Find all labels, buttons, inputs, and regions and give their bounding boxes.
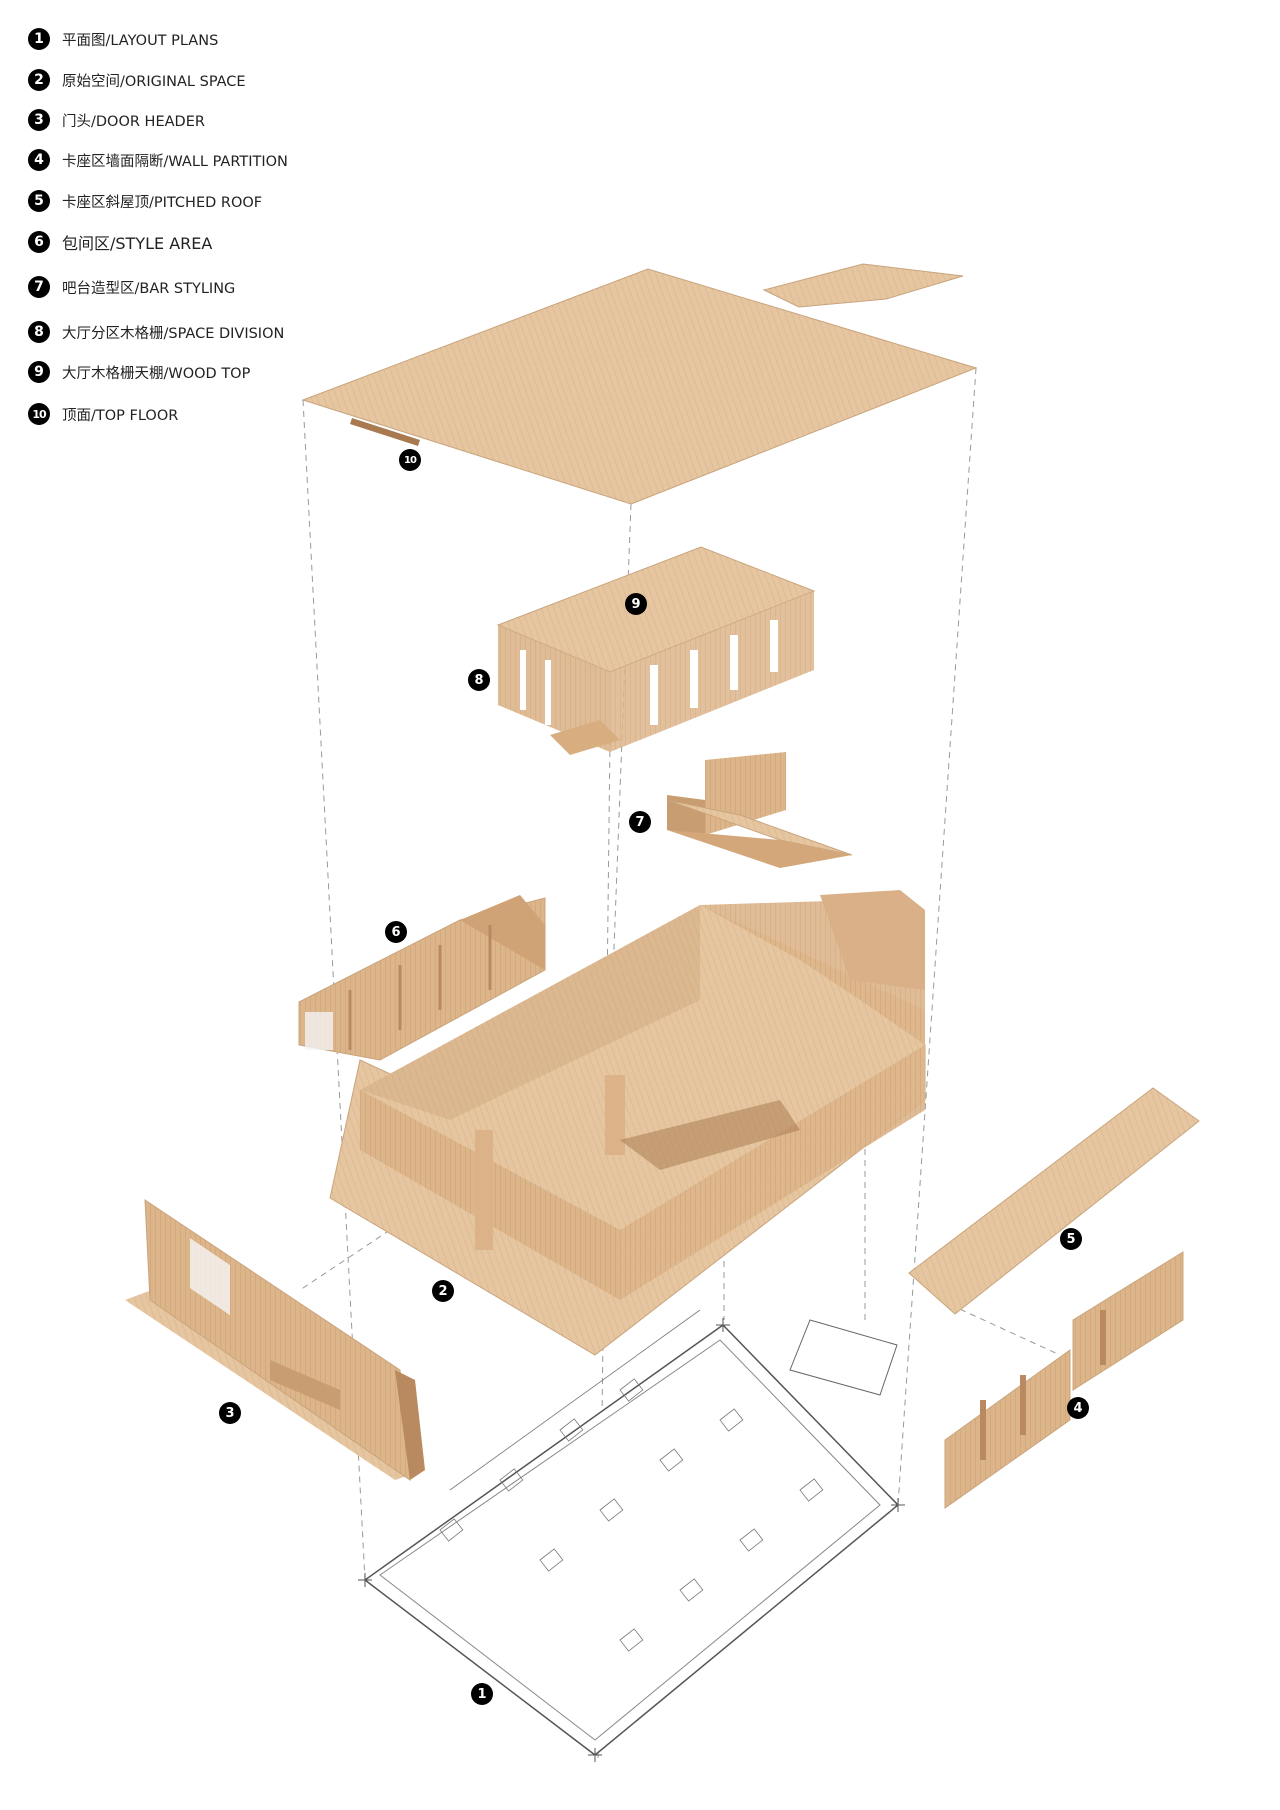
- callout-2: 2: [432, 1280, 454, 1302]
- original-space: [329, 890, 926, 1356]
- legend-item-7: 7 吧台造型区/BAR STYLING: [28, 276, 235, 298]
- wood-top-and-space-division: [496, 546, 816, 755]
- legend-item-5: 5 卡座区斜屋顶/PITCHED ROOF: [28, 190, 262, 212]
- callout-6: 6: [385, 921, 407, 943]
- legend-number: 1: [28, 28, 50, 50]
- legend-number: 7: [28, 276, 50, 298]
- legend-number: 9: [28, 361, 50, 383]
- callout-7: 7: [629, 811, 651, 833]
- callout-5: 5: [1060, 1228, 1082, 1250]
- top-floor-panel: [301, 263, 978, 505]
- callout-9: 9: [625, 593, 647, 615]
- legend-label: 卡座区墙面隔断/WALL PARTITION: [62, 153, 288, 170]
- legend-item-9: 9 大厅木格栅天棚/WOOD TOP: [28, 361, 250, 383]
- legend-label: 卡座区斜屋顶/PITCHED ROOF: [62, 194, 263, 211]
- door-header: [125, 1199, 425, 1482]
- legend-label: 大厅木格栅天棚/WOOD TOP: [62, 365, 251, 382]
- legend-item-4: 4 卡座区墙面隔断/WALL PARTITION: [28, 149, 288, 171]
- legend-number: 8: [28, 321, 50, 343]
- legend-label: 门头/DOOR HEADER: [62, 113, 205, 130]
- legend-item-1: 1 平面图/LAYOUT PLANS: [28, 28, 218, 50]
- legend-label: 吧台造型区/BAR STYLING: [62, 280, 236, 297]
- pitched-roof: [908, 1087, 1200, 1315]
- legend-label: 原始空间/ORIGINAL SPACE: [62, 73, 246, 90]
- callout-8: 8: [468, 669, 490, 691]
- callout-10: 10: [399, 449, 421, 471]
- legend-number: 3: [28, 109, 50, 131]
- wall-partition: [944, 1251, 1184, 1509]
- legend-label: 顶面/TOP FLOOR: [62, 407, 179, 424]
- legend-number: 10: [28, 403, 50, 425]
- legend-label: 大厅分区木格栅/SPACE DIVISION: [62, 325, 285, 342]
- legend-label: 包间区/STYLE AREA: [62, 234, 213, 253]
- legend-item-10: 10 顶面/TOP FLOOR: [28, 403, 178, 425]
- legend-number: 2: [28, 69, 50, 91]
- legend-number: 5: [28, 190, 50, 212]
- legend-item-8: 8 大厅分区木格栅/SPACE DIVISION: [28, 321, 284, 343]
- legend-number: 4: [28, 149, 50, 171]
- legend-number: 6: [28, 231, 50, 253]
- layout-plan: [358, 1309, 905, 1762]
- legend-item-2: 2 原始空间/ORIGINAL SPACE: [28, 69, 246, 91]
- style-area: [298, 895, 546, 1061]
- bar-styling: [666, 752, 853, 868]
- callout-1: 1: [471, 1683, 493, 1705]
- callout-4: 4: [1067, 1397, 1089, 1419]
- legend-label: 平面图/LAYOUT PLANS: [62, 32, 219, 49]
- legend-item-6: 6 包间区/STYLE AREA: [28, 230, 212, 254]
- legend-item-3: 3 门头/DOOR HEADER: [28, 109, 205, 131]
- callout-3: 3: [219, 1402, 241, 1424]
